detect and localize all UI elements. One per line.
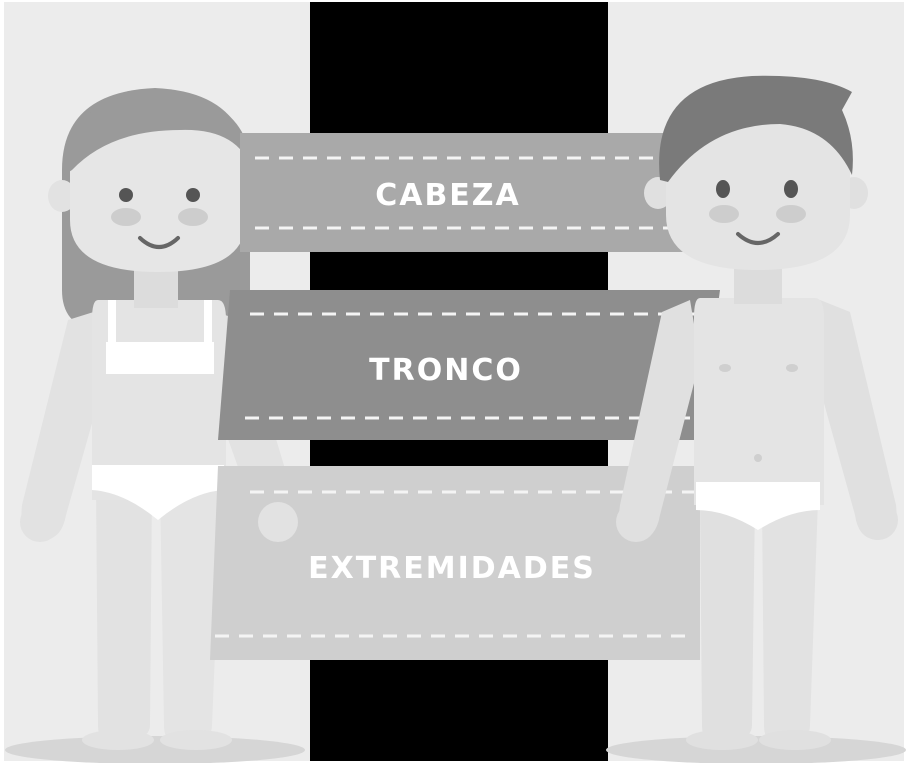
banner-cabeza-shape	[240, 133, 690, 252]
girl-right-foot	[160, 730, 232, 750]
girl-left-ear	[48, 180, 76, 212]
girl-left-arm	[21, 310, 110, 540]
banner-tronco-shape	[218, 290, 720, 440]
boy-hair	[659, 75, 853, 182]
banner-cabeza-label: CABEZA	[375, 178, 521, 213]
boy-underwear	[696, 482, 820, 530]
girl-bangs	[64, 92, 252, 175]
boy-right-arm	[812, 300, 897, 540]
banner-extremidades-shape	[210, 466, 700, 660]
boy-right-nipple	[786, 364, 798, 372]
girl-face	[70, 120, 246, 272]
boy-face	[666, 118, 850, 270]
boy-torso	[694, 298, 824, 505]
boy-left-hand	[616, 502, 656, 542]
banner-cabeza: CABEZA	[240, 133, 690, 252]
girl-floor-shadow	[5, 736, 305, 763]
boy-right-eye	[784, 180, 798, 198]
boy-left-cheek	[709, 205, 739, 223]
boy-smile	[736, 232, 780, 245]
girl-smile	[138, 236, 180, 249]
boy-navel	[754, 454, 762, 462]
girl-neck	[134, 268, 178, 308]
boy-left-eye	[716, 180, 730, 198]
boy-right-cheek	[776, 205, 806, 223]
girl-right-leg	[160, 485, 222, 738]
boy-left-arm	[619, 300, 700, 540]
banner-extremidades-label: EXTREMIDADES	[308, 551, 596, 586]
boy-figure	[619, 75, 897, 750]
banner-tronco: TRONCO	[218, 290, 720, 440]
boy-left-ear	[644, 177, 672, 209]
girl-left-cheek	[111, 208, 141, 226]
boy-right-leg	[762, 500, 818, 738]
girl-right-cheek	[178, 208, 208, 226]
girl-top-strap-left	[108, 300, 116, 344]
girl-top-strap-right	[204, 300, 212, 344]
banner-tronco-label: TRONCO	[369, 353, 523, 388]
girl-top	[106, 342, 214, 374]
boy-left-leg	[700, 500, 755, 738]
girl-right-hand	[258, 502, 298, 542]
girl-left-foot	[82, 730, 154, 750]
girl-left-leg	[96, 485, 152, 738]
boy-right-foot	[759, 730, 831, 750]
boy-right-hand	[858, 500, 898, 540]
boy-floor-shadow	[606, 736, 906, 763]
girl-right-eye	[186, 188, 200, 202]
boy-left-nipple	[719, 364, 731, 372]
girl-underwear	[92, 465, 224, 520]
girl-left-eye	[119, 188, 133, 202]
banner-extremidades: EXTREMIDADES	[210, 466, 700, 660]
girl-left-hand	[20, 502, 60, 542]
boy-left-foot	[686, 730, 758, 750]
